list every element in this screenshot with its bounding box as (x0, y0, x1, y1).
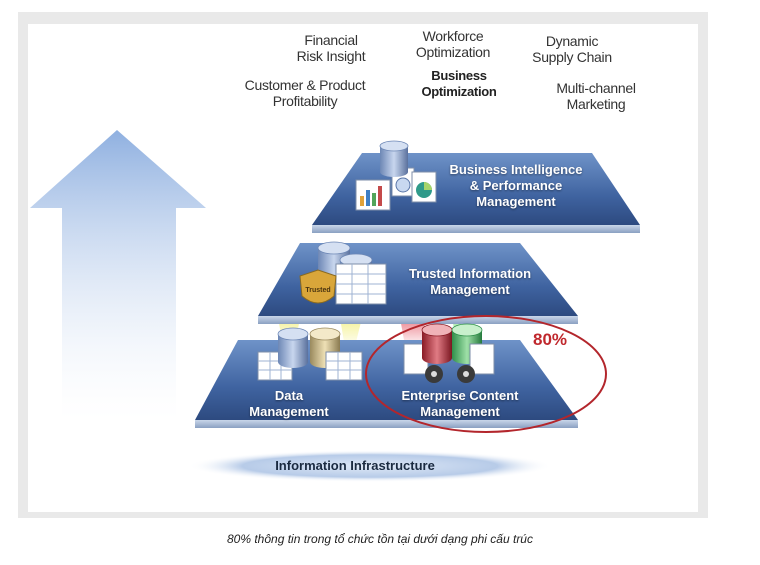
infrastructure-base (188, 450, 552, 482)
goal-workforce: Workforce Optimization (415, 28, 491, 60)
figure-caption: 80% thông tin trong tổ chức tồn tại dưới… (227, 532, 533, 546)
goal-multichannel: Multi-channel Marketing (556, 80, 636, 112)
growth-arrow (30, 130, 206, 420)
data-icons (257, 327, 363, 381)
tier-label-infrastructure: Information Infrastructure (275, 458, 435, 473)
tier-label-ecm: Enterprise Content Management (401, 388, 519, 419)
unstructured-percent: 80% (533, 330, 568, 349)
goal-financial-risk: Financial Risk Insight (296, 32, 366, 64)
bi-icons (355, 140, 437, 211)
tier-middle-edge (258, 316, 578, 324)
goal-supply-chain: Dynamic Supply Chain (532, 33, 612, 65)
tier-top-edge (312, 225, 640, 233)
ecm-icons (403, 323, 495, 383)
tier-bottom-edge (195, 420, 578, 428)
tier-label-bi: Business Intelligence & Performance Mana… (449, 162, 583, 209)
goal-customer-profitability: Customer & Product Profitability (244, 77, 366, 109)
trusted-icons: Trusted (299, 241, 387, 305)
tier-label-trusted: Trusted Information Management (408, 266, 532, 297)
ecm-highlight-circle (365, 315, 607, 433)
svg-text:Trusted: Trusted (305, 287, 330, 294)
tier-label-data: Data Management (249, 388, 329, 419)
goal-business-optimization: Business Optimization (421, 68, 497, 99)
